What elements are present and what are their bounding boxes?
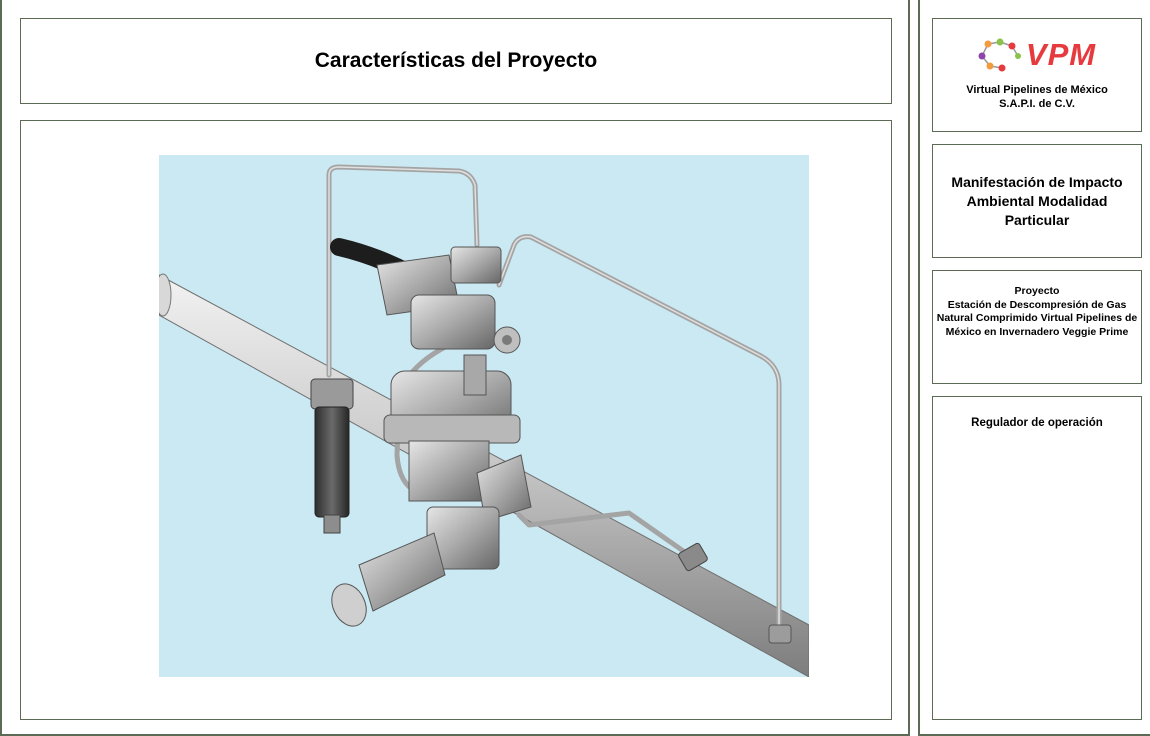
project-label: Proyecto: [1014, 285, 1060, 297]
caption-box: Regulador de operación: [932, 396, 1142, 720]
outlet-nozzle: [331, 532, 446, 627]
document-title-box: Manifestación de Impacto Ambiental Modal…: [932, 144, 1142, 258]
project-name: Estación de Descompresión de Gas Natural…: [936, 298, 1138, 338]
company-name-line2: S.A.P.I. de C.V.: [999, 98, 1075, 110]
pipe-elbow: [678, 542, 708, 572]
molecule-network-icon: [978, 38, 1021, 72]
title-box: Características del Proyecto: [20, 18, 892, 104]
regulator-drawing: [159, 164, 809, 677]
figure-caption: Regulador de operación: [971, 417, 1103, 429]
company-logo-box: VPM Virtual Pipelines de México S.A.P.I.…: [932, 18, 1142, 132]
filter-cylinder: [310, 378, 354, 534]
pipe-fitting: [768, 624, 792, 644]
project-info: Proyecto Estación de Descompresión de Ga…: [933, 285, 1141, 339]
company-name-line1: Virtual Pipelines de México: [966, 84, 1108, 96]
figure-box: [20, 120, 892, 720]
document-title: Manifestación de Impacto Ambiental Modal…: [951, 173, 1123, 228]
regulator-illustration: [159, 155, 809, 677]
main-regulator: [383, 354, 532, 570]
pilot-regulator: [376, 246, 521, 354]
page-title: Características del Proyecto: [314, 49, 598, 72]
company-logo: VPM: [933, 37, 1141, 73]
logo-wordmark: VPM: [1025, 37, 1097, 72]
company-name: Virtual Pipelines de México S.A.P.I. de …: [933, 83, 1141, 111]
project-box: Proyecto Estación de Descompresión de Ga…: [932, 270, 1142, 384]
